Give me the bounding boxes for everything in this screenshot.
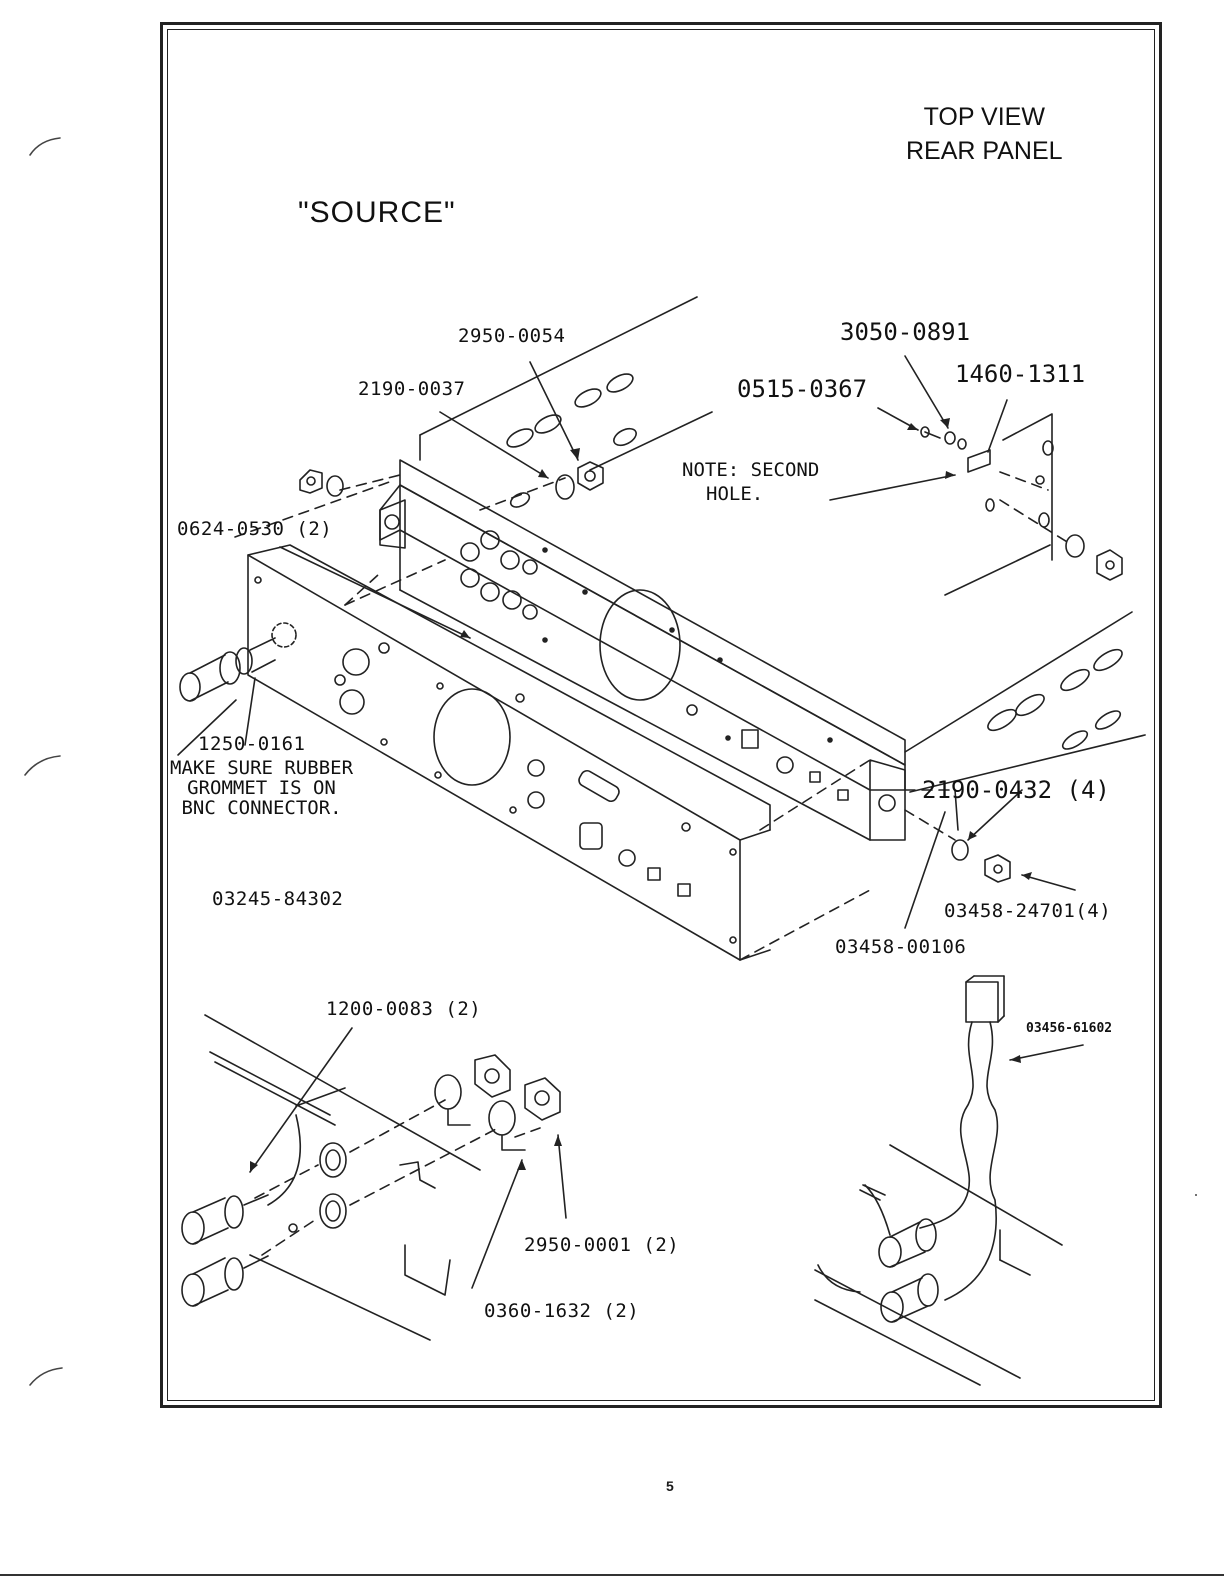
note-line-1: NOTE: SECOND	[682, 458, 819, 482]
source-label: "SOURCE"	[298, 196, 456, 230]
grommet-line-1: MAKE SURE RUBBER	[170, 758, 353, 778]
part-2190-0037: 2190-0037	[358, 378, 465, 400]
chassis-right-section	[905, 414, 1145, 792]
detail-lower-right	[815, 976, 1062, 1385]
detail-lower-left	[182, 1015, 560, 1340]
title-block: TOP VIEW REAR PANEL	[906, 100, 1063, 168]
title-rear-panel: REAR PANEL	[906, 134, 1063, 168]
assembly-number: 03245-84302	[212, 888, 343, 910]
margin-arc-mid	[25, 756, 60, 775]
part-03458-00106: 03458-00106	[835, 936, 966, 958]
note-second-hole: NOTE: SECOND HOLE.	[682, 458, 819, 506]
bottom-rule	[0, 1574, 1224, 1576]
part-2950-0001: 2950-0001 (2)	[524, 1234, 679, 1256]
part-3050-0891: 3050-0891	[840, 318, 970, 346]
margin-arc-bot	[30, 1368, 62, 1385]
title-top-view: TOP VIEW	[906, 100, 1063, 134]
leader-lines-upper	[178, 356, 1075, 928]
arrowheads	[250, 418, 1032, 1172]
part-03456-61602: 03456-61602	[1026, 1021, 1112, 1036]
part-0624-0530: 0624-0530 (2)	[177, 518, 332, 540]
part-2190-0432: 2190-0432 (4)	[922, 776, 1110, 804]
part-0515-0367: 0515-0367	[737, 375, 867, 403]
part-1200-0083: 1200-0083 (2)	[326, 998, 481, 1020]
part-03458-24701: 03458-24701(4)	[944, 900, 1111, 922]
grommet-line-2: GROMMET IS ON	[170, 778, 353, 798]
grommet-line-3: BNC CONNECTOR.	[170, 798, 353, 818]
part-1250-0161: 1250-0161	[198, 733, 305, 755]
bnc-connector-upper	[180, 638, 275, 701]
leader-lines-lower-right	[1010, 1045, 1083, 1060]
margin-arc-top	[30, 138, 60, 155]
grommet-note: MAKE SURE RUBBER GROMMET IS ON BNC CONNE…	[170, 758, 353, 818]
page-number: 5	[666, 1478, 674, 1494]
assembly-dashed-lines	[235, 472, 1072, 960]
note-line-2: HOLE.	[682, 482, 819, 506]
part-0360-1632: 0360-1632 (2)	[484, 1300, 639, 1322]
part-2950-0054: 2950-0054	[458, 325, 565, 347]
part-1460-1311: 1460-1311	[955, 360, 1085, 388]
